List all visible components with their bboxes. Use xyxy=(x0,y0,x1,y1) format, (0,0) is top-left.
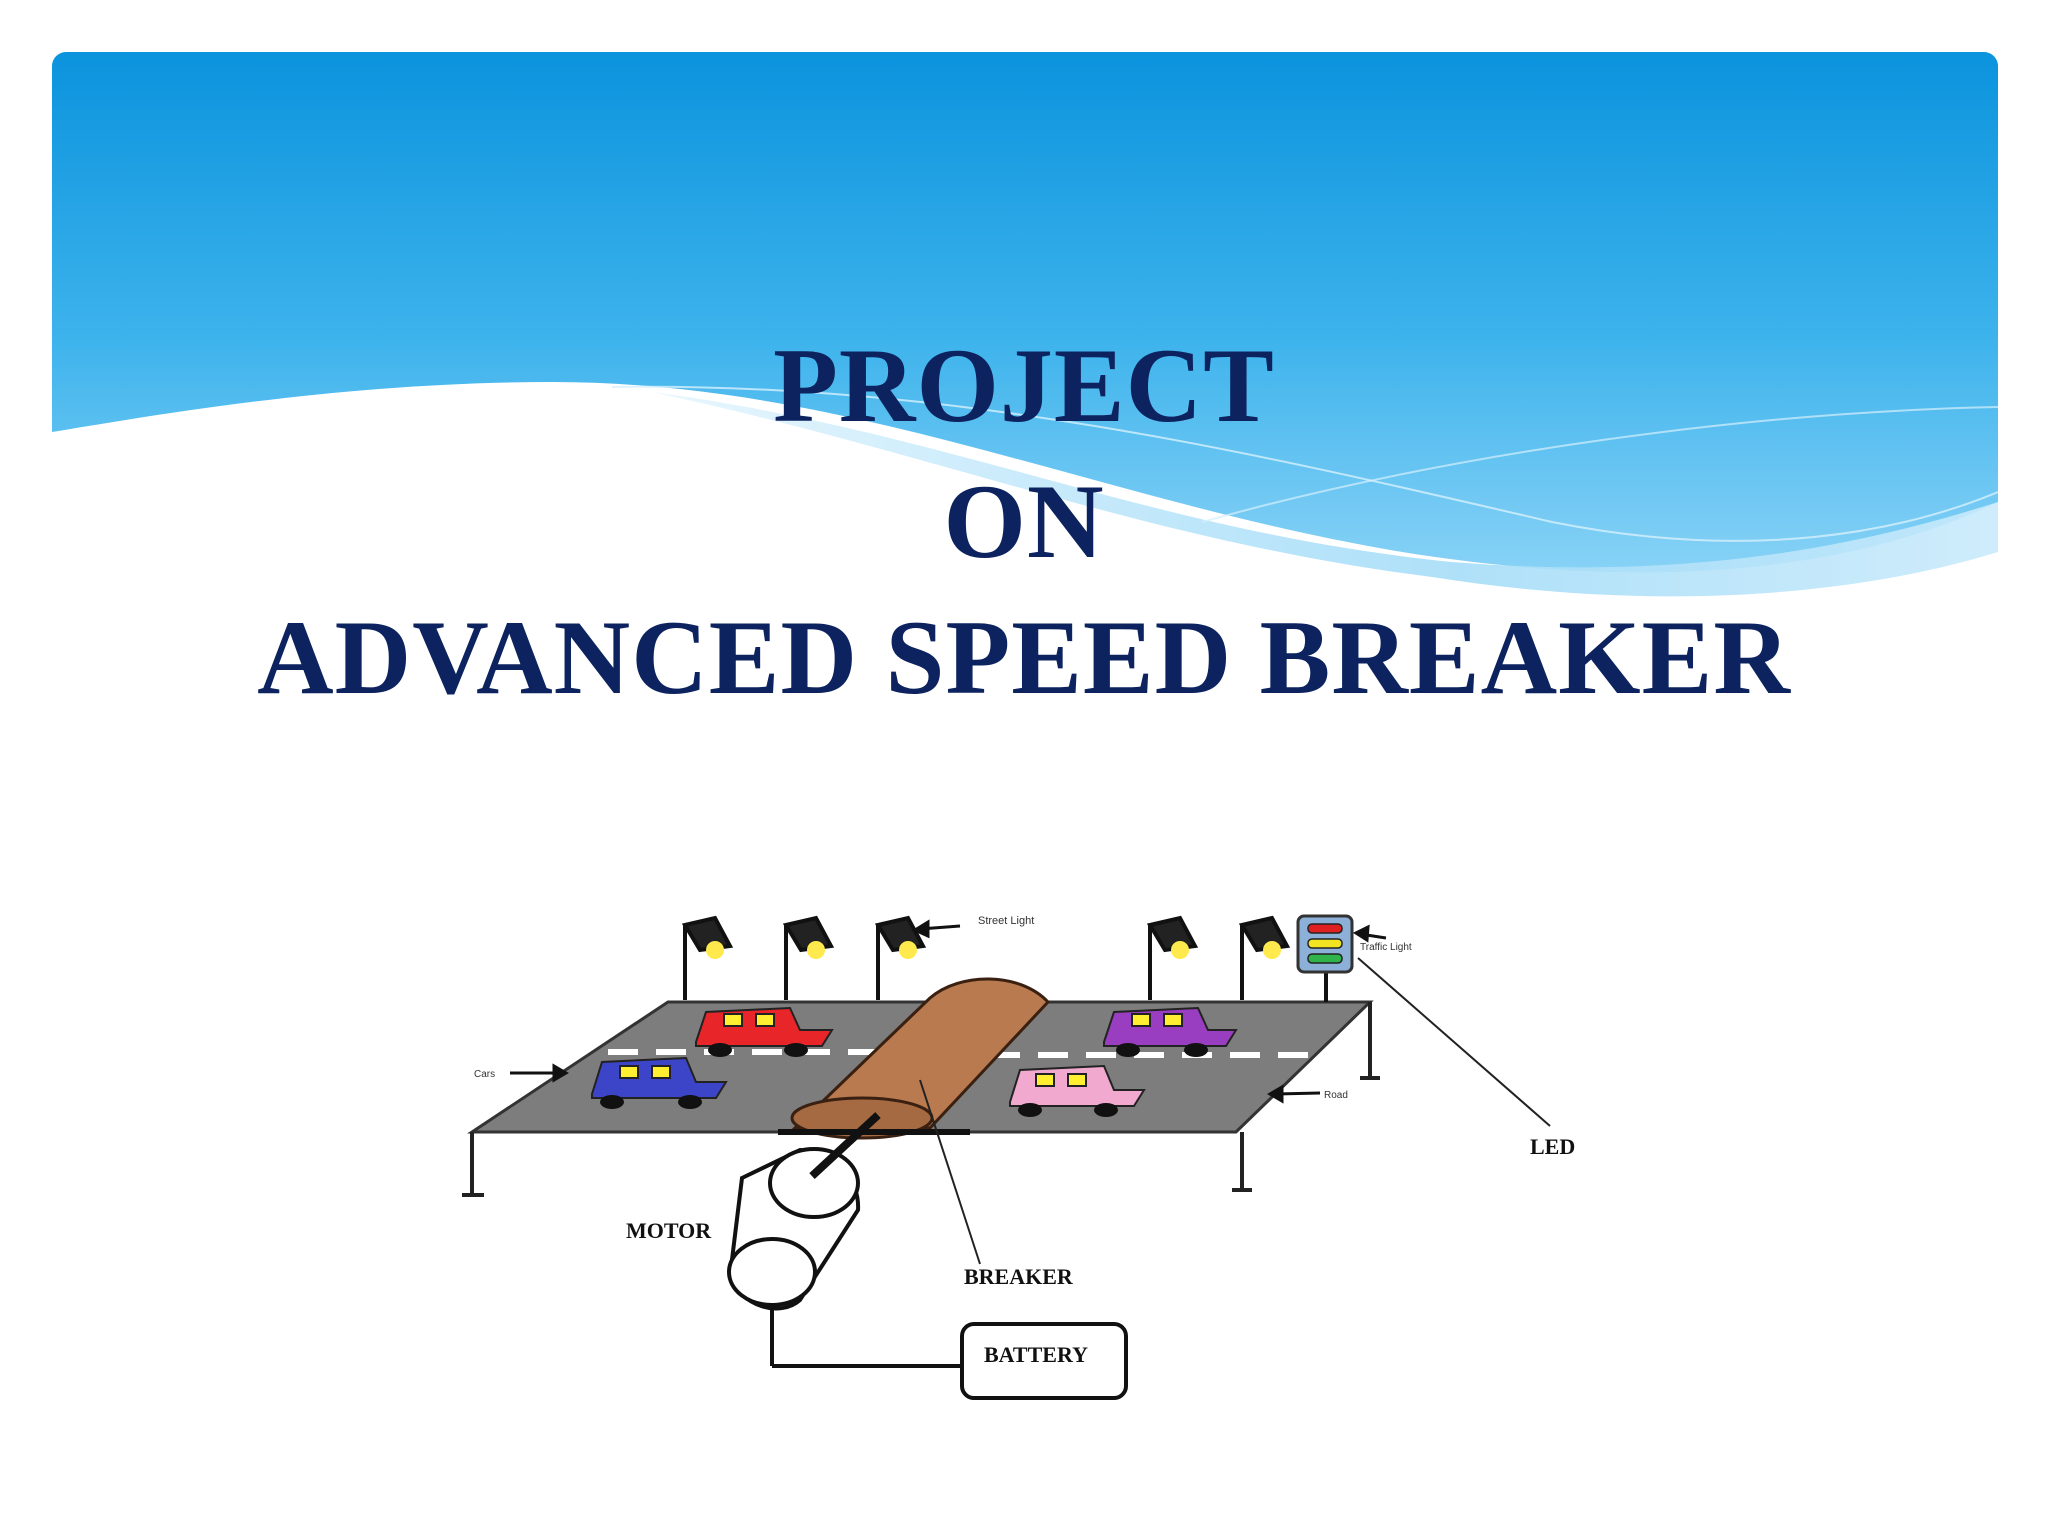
road-supports xyxy=(462,1002,1380,1197)
led-leader-line xyxy=(1357,957,1551,1127)
street-light xyxy=(1238,915,1291,1000)
header-background xyxy=(52,52,1998,597)
car-red xyxy=(695,1006,834,1057)
label-breaker: BREAKER xyxy=(964,1264,1074,1289)
lane-markings xyxy=(608,1049,1310,1058)
label-traffic-light: Traffic Light xyxy=(1360,942,1412,953)
title-line-3: ADVANCED SPEED BREAKER xyxy=(257,599,1791,716)
pointer-arrows xyxy=(510,919,1387,1104)
street-light xyxy=(1146,915,1199,1000)
label-road: Road xyxy=(1324,1090,1348,1101)
slide-title: PROJECT ON ADVANCED SPEED BREAKER xyxy=(0,318,2048,726)
title-line-2: ON xyxy=(943,463,1105,580)
label-street-light: Street Light xyxy=(978,915,1034,927)
battery-box xyxy=(960,1322,1128,1400)
street-light xyxy=(874,915,927,1000)
car-blue xyxy=(591,1056,728,1109)
wave-highlight xyxy=(652,392,1998,597)
wave-line xyxy=(611,385,1998,542)
street-light xyxy=(681,915,734,1000)
title-line-1: PROJECT xyxy=(773,327,1275,444)
slide xyxy=(52,52,1998,1536)
label-cars: Cars xyxy=(474,1069,495,1080)
motor xyxy=(727,1112,962,1368)
street-light xyxy=(782,915,835,1000)
car-pink xyxy=(1009,1064,1146,1117)
street-lights xyxy=(681,915,1291,1000)
label-led: LED xyxy=(1530,1134,1575,1159)
wave-line xyxy=(1201,406,1998,523)
label-motor: MOTOR xyxy=(626,1218,712,1243)
car-purple xyxy=(1103,1006,1238,1057)
breaker-leader-line xyxy=(919,1079,981,1265)
label-battery: BATTERY xyxy=(984,1342,1088,1367)
traffic-light xyxy=(1296,914,1354,1002)
sky-band xyxy=(52,52,1998,573)
